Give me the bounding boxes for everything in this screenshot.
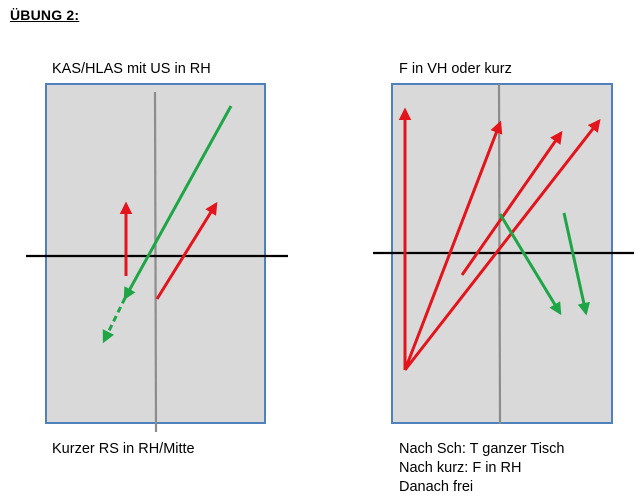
right-bottom-line-1: Nach Sch: T ganzer Tisch <box>399 441 565 457</box>
right-red-arrow-to-center <box>403 120 503 371</box>
exercise-title: ÜBUNG 2: <box>10 7 80 23</box>
left-bottom-label: Kurzer RS in RH/Mitte <box>52 441 195 457</box>
left-top-label: KAS/HLAS mit US in RH <box>52 61 211 77</box>
right-green-arrow-steep <box>562 212 590 316</box>
left-green-arrow-long <box>123 105 233 301</box>
right-bottom-line-2: Nach kurz: F in RH <box>399 460 522 476</box>
left-table <box>26 83 288 433</box>
right-green-arrow-diagonal <box>498 213 562 316</box>
right-bottom-line-3: Danach frei <box>399 479 474 495</box>
right-table <box>373 83 634 425</box>
right-top-label: F in VH oder kurz <box>399 61 512 77</box>
left-green-arrow-dashed <box>102 297 127 344</box>
left-red-arrow-diagonal <box>155 201 218 300</box>
left-center-line <box>153 91 158 433</box>
right-red-arrow-to-wide <box>403 119 601 371</box>
right-red-arrow-short <box>460 130 563 276</box>
